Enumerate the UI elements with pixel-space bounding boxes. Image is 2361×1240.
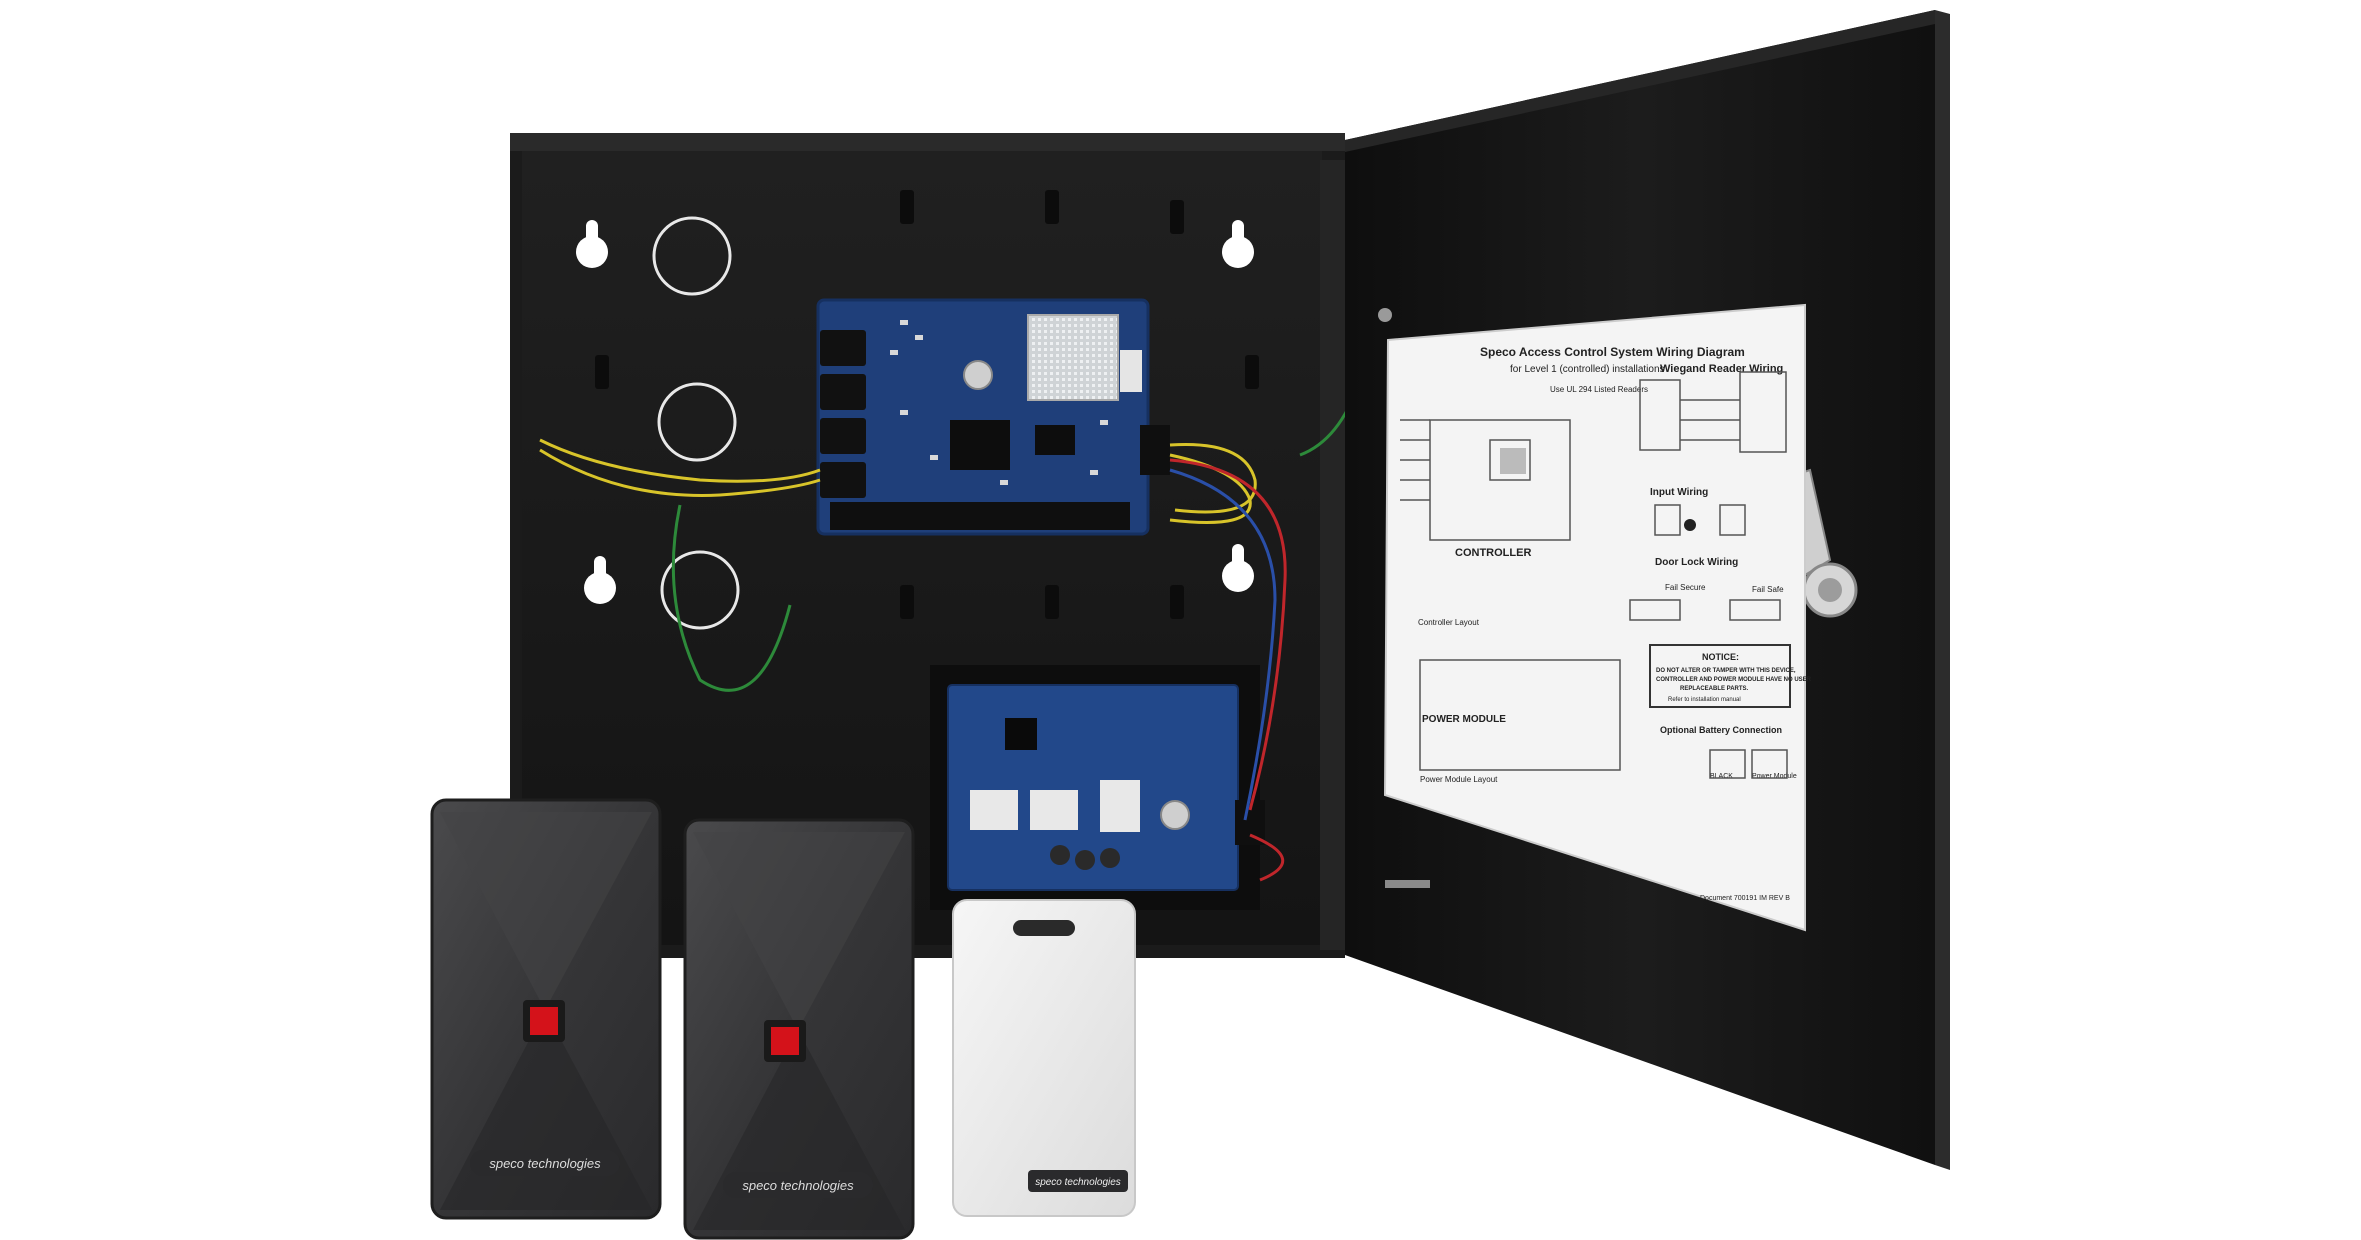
diagram-ul-note: Use UL 294 Listed Readers [1550,385,1648,394]
reader-1-brand: speco technologies [489,1156,601,1171]
diagram-wiegand-heading: Wiegand Reader Wiring [1660,363,1783,375]
diagram-controller-label: CONTROLLER [1455,547,1531,559]
diagram-footer: Document 700191 IM REV B [1700,895,1790,902]
diagram-input-heading: Input Wiring [1650,487,1708,498]
knockout [652,216,740,630]
enclosure-box [510,133,1387,958]
power-module [930,665,1265,910]
card-reader-1: speco technologies [430,798,662,1220]
notice-small: Refer to installation manual [1668,697,1741,703]
diagram-black-label: BLACK [1710,773,1733,780]
notice-line-2: CONTROLLER AND POWER MODULE HAVE NO USER [1656,677,1812,683]
notice-line-1: DO NOT ALTER OR TAMPER WITH THIS DEVICE, [1656,668,1796,674]
diagram-fail-secure: Fail Secure [1665,583,1706,592]
diagram-subtitle: for Level 1 (controlled) installations [1510,364,1665,375]
card-brand: speco technologies [1035,1177,1121,1188]
diagram-power-module-label: POWER MODULE [1422,714,1506,725]
proximity-card: speco technologies [952,899,1136,1217]
wiring-diagram-label: Speco Access Control System Wiring Diagr… [1383,303,1812,932]
notice-title: NOTICE: [1702,652,1739,662]
card-reader-2: speco technologies [683,818,915,1240]
reader-2-brand: speco technologies [742,1178,854,1193]
diagram-power-label: Power Module [1752,773,1797,780]
diagram-fail-safe: Fail Safe [1752,585,1784,594]
diagram-controller-layout: Controller Layout [1418,618,1480,627]
diagram-power-module-layout: Power Module Layout [1420,775,1498,784]
notice-line-3: REPLACEABLE PARTS. [1680,686,1749,692]
diagram-title: Speco Access Control System Wiring Diagr… [1480,345,1745,359]
keyhole-mount [576,220,1254,604]
controller-board [816,298,1170,536]
diagram-battery-heading: Optional Battery Connection [1660,725,1782,735]
diagram-door-lock-heading: Door Lock Wiring [1655,557,1738,568]
